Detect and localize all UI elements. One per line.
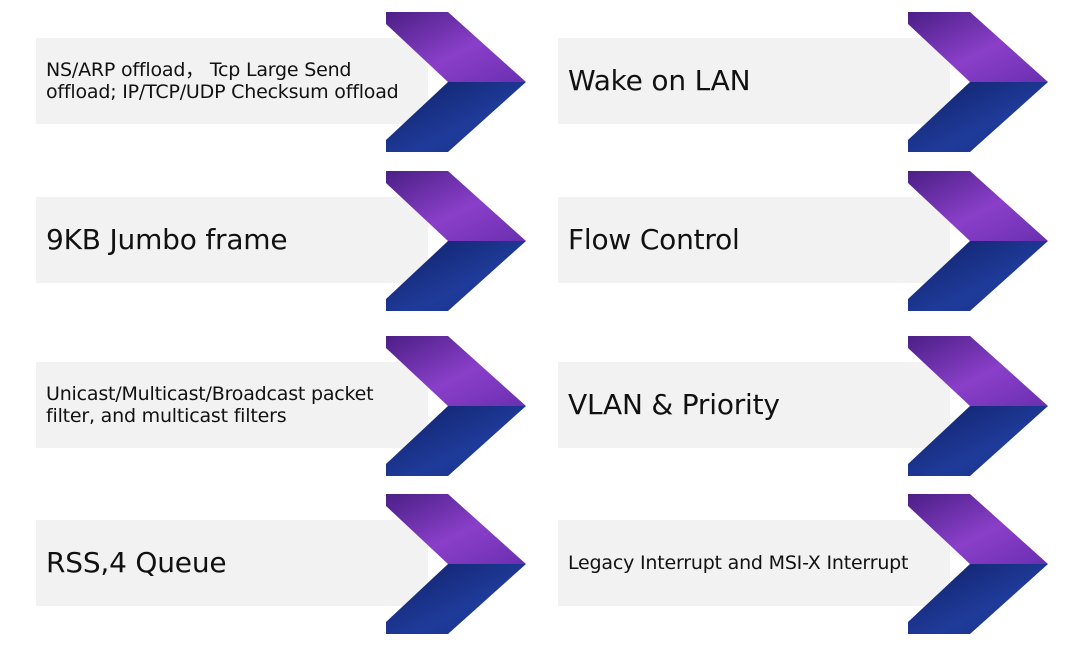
feature-box: VLAN & Priority (558, 362, 950, 448)
chevron-arrow-icon (908, 12, 1048, 152)
feature-text: Flow Control (568, 223, 740, 256)
feature-text: VLAN & Priority (568, 388, 780, 421)
chevron-arrow-icon (386, 171, 526, 311)
feature-box: Legacy Interrupt and MSI-X Interrupt (558, 520, 950, 606)
feature-card-interrupt: Legacy Interrupt and MSI-X Interrupt (558, 494, 1048, 634)
chevron-arrow-icon (386, 336, 526, 476)
feature-box: Flow Control (558, 197, 950, 283)
feature-card-rss-queue: RSS,4 Queue (36, 494, 526, 634)
feature-text: RSS,4 Queue (46, 546, 227, 579)
feature-card-wake-on-lan: Wake on LAN (558, 12, 1048, 152)
feature-card-flow-control: Flow Control (558, 171, 1048, 311)
feature-card-jumbo-frame: 9KB Jumbo frame (36, 171, 526, 311)
feature-text: Legacy Interrupt and MSI-X Interrupt (568, 552, 909, 574)
chevron-arrow-icon (386, 494, 526, 634)
feature-card-ns-arp-offload: NS/ARP offload， Tcp Large Send offload; … (36, 12, 526, 152)
feature-card-packet-filter: Unicast/Multicast/Broadcast packet filte… (36, 336, 526, 476)
feature-text: Unicast/Multicast/Broadcast packet filte… (46, 383, 374, 427)
feature-text: Wake on LAN (568, 64, 751, 97)
feature-box: 9KB Jumbo frame (36, 197, 428, 283)
chevron-arrow-icon (908, 494, 1048, 634)
feature-box: RSS,4 Queue (36, 520, 428, 606)
feature-card-vlan-priority: VLAN & Priority (558, 336, 1048, 476)
feature-box: NS/ARP offload， Tcp Large Send offload; … (36, 38, 428, 124)
chevron-arrow-icon (908, 336, 1048, 476)
feature-text: NS/ARP offload， Tcp Large Send offload; … (46, 59, 399, 103)
chevron-arrow-icon (908, 171, 1048, 311)
feature-text: 9KB Jumbo frame (46, 223, 288, 256)
feature-box: Unicast/Multicast/Broadcast packet filte… (36, 362, 428, 448)
chevron-arrow-icon (386, 12, 526, 152)
feature-box: Wake on LAN (558, 38, 950, 124)
